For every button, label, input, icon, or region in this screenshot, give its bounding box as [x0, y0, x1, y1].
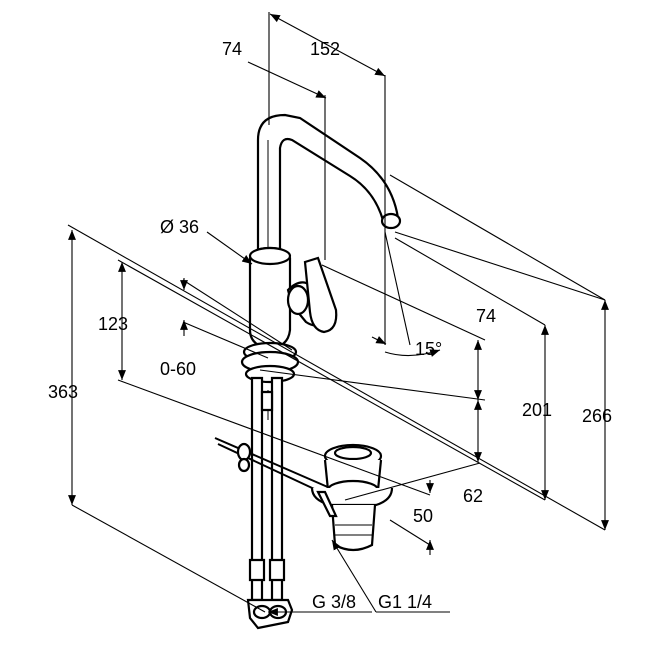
dim-74-right: 74	[476, 306, 496, 326]
dim-363: 363	[48, 382, 78, 402]
thread-g-3-8: G 3/8	[312, 592, 356, 612]
dim-266: 266	[582, 406, 612, 426]
dim-angle-15: 15°	[415, 339, 442, 359]
dim-74-top: 74	[222, 39, 242, 59]
dim-152: 152	[310, 39, 340, 59]
extension-lines	[67, 12, 606, 613]
dimension-arrows	[68, 13, 609, 616]
faucet-body	[248, 246, 338, 350]
supply-hoses	[246, 376, 294, 630]
dim-diameter-36: Ø 36	[160, 217, 199, 237]
pop-up-rod	[214, 437, 331, 495]
dim-0-60: 0-60	[160, 359, 196, 379]
waste-drain	[310, 443, 394, 552]
faucet-spout	[256, 113, 402, 260]
dim-50: 50	[413, 506, 433, 526]
thread-g1-1-4: G1 1/4	[378, 592, 432, 612]
dim-123: 123	[98, 314, 128, 334]
dim-201: 201	[522, 400, 552, 420]
dim-62: 62	[463, 486, 483, 506]
